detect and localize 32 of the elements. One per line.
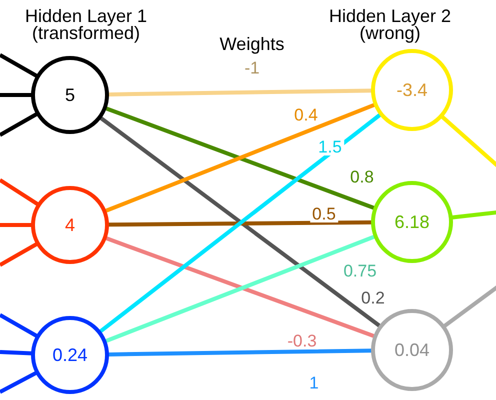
column-heading: Hidden Layer 2 (wrong) bbox=[328, 8, 452, 42]
input-line bbox=[0, 223, 32, 227]
edge-label: 0.4 bbox=[292, 106, 320, 124]
output-line bbox=[440, 115, 496, 170]
neuron-circle: -3.4 bbox=[371, 49, 453, 131]
input-line bbox=[0, 371, 38, 394]
edge-label: -1 bbox=[242, 60, 262, 76]
input-line bbox=[0, 93, 32, 97]
weight-line bbox=[108, 348, 372, 356]
input-line bbox=[0, 350, 32, 356]
input-line bbox=[0, 178, 40, 206]
edge-label: 1.5 bbox=[316, 138, 344, 156]
neuron-circle: 0.04 bbox=[371, 309, 453, 391]
output-line bbox=[442, 283, 496, 328]
edge-label: 0.75 bbox=[341, 262, 379, 280]
input-line bbox=[0, 53, 38, 78]
edge-label: -0.3 bbox=[285, 332, 319, 350]
weight-line bbox=[108, 220, 372, 227]
column-heading: Hidden Layer 1 (transformed) bbox=[24, 8, 148, 42]
edge-label: 0.2 bbox=[359, 290, 387, 306]
neuron-circle: 6.18 bbox=[371, 181, 453, 263]
column-heading: Weights bbox=[218, 36, 286, 53]
edge-label: 0.8 bbox=[348, 168, 376, 186]
input-line bbox=[0, 313, 38, 338]
neuron-circle: 0.24 bbox=[31, 316, 109, 394]
output-line bbox=[452, 210, 496, 220]
weight-line bbox=[108, 88, 372, 96]
input-line bbox=[0, 112, 38, 137]
edge-label: 0.5 bbox=[310, 206, 338, 222]
input-line bbox=[0, 242, 38, 267]
neuron-circle: 4 bbox=[31, 186, 109, 264]
neuron-circle: 5 bbox=[31, 56, 109, 134]
